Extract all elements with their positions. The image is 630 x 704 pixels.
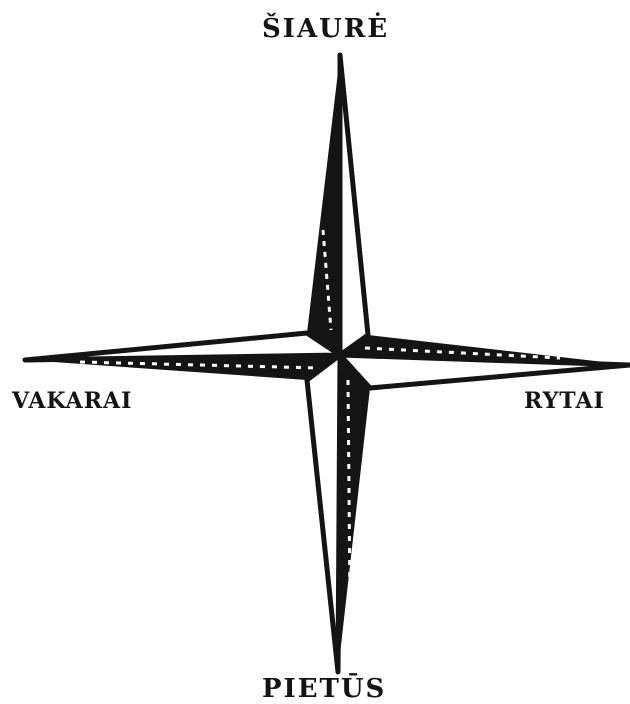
west-arm-top: [25, 333, 340, 360]
north-arm-right: [340, 55, 368, 355]
south-arm-left: [307, 355, 340, 672]
east-label: RYTAI: [524, 390, 605, 412]
south-label: PIETŪS: [262, 676, 386, 702]
west-label: VAKARAI: [12, 390, 132, 412]
east-arm-bottom: [340, 355, 630, 388]
north-arm-left: [307, 55, 340, 355]
compass-center: [337, 352, 343, 358]
north-label: ŠIAURĖ: [262, 16, 389, 42]
south-arm-right: [338, 355, 370, 672]
